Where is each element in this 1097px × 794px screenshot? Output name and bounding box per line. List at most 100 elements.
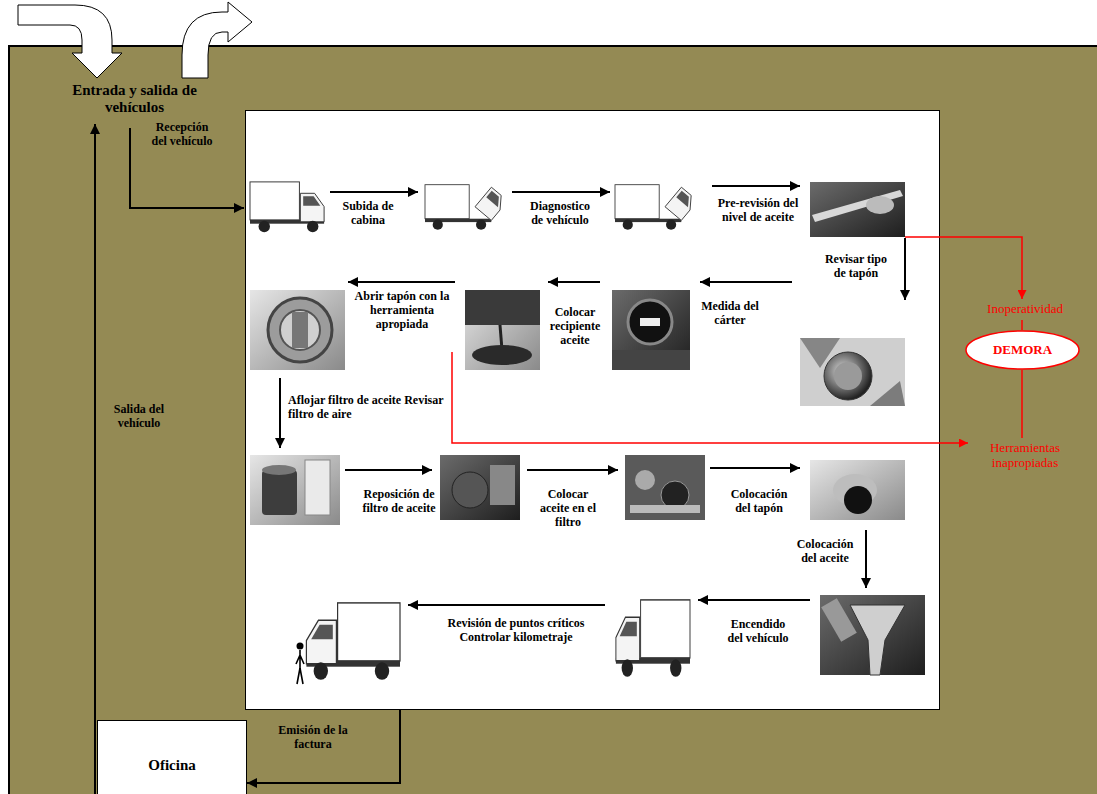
photo-picture <box>661 481 689 509</box>
photo-picture <box>262 470 297 515</box>
photo-picture <box>824 352 872 400</box>
text-slot: Encendido del vehículo <box>724 618 792 646</box>
photo-picture <box>625 455 705 520</box>
photo-picture <box>262 465 296 475</box>
photo-picture <box>612 350 690 370</box>
step-caption: Colocación del aceite <box>792 538 858 566</box>
photo-picture <box>800 338 905 406</box>
photo-picture <box>635 470 655 490</box>
flow-arrow <box>904 238 906 300</box>
workshop-floor: Entrada y salida de vehículosSubida de c… <box>8 45 1097 794</box>
step-caption: Revisar tipo de tapón <box>820 253 892 281</box>
flow-arrow <box>700 281 792 283</box>
flow-connector <box>247 710 400 783</box>
step-caption: Abrir tapón con la herramienta apropiada <box>346 290 458 331</box>
photo-picture <box>810 182 905 237</box>
photo-picture <box>440 455 520 520</box>
photo-picture <box>810 460 905 520</box>
photo-picture <box>810 182 905 237</box>
cause-label: Inoperatividad <box>970 302 1080 317</box>
text-slot: Subida de cabina <box>333 200 403 228</box>
photo-picture <box>612 290 690 370</box>
truck-picture <box>616 600 690 677</box>
photo-picture <box>305 460 330 515</box>
photo-picture <box>640 318 660 326</box>
photo-picture <box>628 300 672 344</box>
person-figure <box>297 643 304 650</box>
photo-picture <box>812 190 903 222</box>
text-slot: Diagnostico de vehículo <box>524 200 596 228</box>
flow-arrow <box>710 467 800 469</box>
text-slot: Inoperatividad <box>970 302 1080 317</box>
flow-arrow <box>345 469 432 471</box>
edge-label: Emisión de la factura <box>272 724 354 752</box>
step-caption: Encendido del vehículo <box>724 618 792 646</box>
delay-line <box>1021 370 1023 438</box>
photo-picture <box>844 486 872 514</box>
entry-arrow <box>18 5 122 78</box>
text-slot: Colocar recipiente aceite <box>542 306 608 347</box>
step-caption: Diagnostico de vehículo <box>524 200 596 228</box>
photo-picture <box>250 455 340 525</box>
flow-arrow <box>279 378 281 448</box>
truck-picture <box>615 185 698 230</box>
photo-picture <box>472 345 532 365</box>
photo-picture <box>866 196 894 214</box>
photo-picture <box>870 381 905 406</box>
flow-arrow <box>348 281 455 283</box>
step-caption: Aflojar filtro de aceite Revisar filtro … <box>288 394 446 422</box>
step-caption: Colocar aceite en el filtro <box>535 488 601 529</box>
truck-picture <box>250 182 324 232</box>
delay-text: DEMORA <box>993 343 1052 358</box>
text-slot: Revisar tipo de tapón <box>820 253 892 281</box>
text-slot: Reposición de filtro de aceite <box>360 488 438 516</box>
photo-picture <box>810 460 905 520</box>
text-slot: Aflojar filtro de aceite Revisar filtro … <box>288 394 446 422</box>
office-box: Oficina <box>97 720 247 794</box>
photo-picture <box>250 290 345 370</box>
photo-picture <box>268 298 332 362</box>
person-figure <box>296 643 304 685</box>
photo-picture <box>821 598 857 642</box>
person-figure <box>296 650 304 684</box>
ellipse-outline <box>966 331 1079 369</box>
text-slot: Revisión de puntos críticos Controlar ki… <box>428 617 604 645</box>
text-slot: Oficina <box>148 757 196 774</box>
photo-picture <box>440 455 520 520</box>
delay-line <box>452 352 968 443</box>
photo-picture <box>465 290 540 370</box>
photo-picture <box>490 465 515 505</box>
photo-picture <box>800 338 905 406</box>
photo-picture <box>850 605 905 675</box>
delay-line <box>1021 320 1023 330</box>
flow-arrow <box>512 191 610 193</box>
flow-arrow <box>280 186 905 605</box>
photo-picture <box>612 290 690 370</box>
flow-arrow <box>712 185 800 187</box>
text-slot: Medida del cárter <box>695 300 765 328</box>
photo-picture <box>630 505 700 513</box>
delay-line <box>905 237 1022 299</box>
photo-picture <box>250 455 340 525</box>
flow-arrow <box>865 530 867 588</box>
photo-picture <box>820 595 925 675</box>
step-caption: Pre-revisión del nivel de aceite <box>710 197 806 225</box>
office-label: Oficina <box>148 757 196 774</box>
photo-picture <box>465 290 540 370</box>
step-caption: Reposición de filtro de aceite <box>360 488 438 516</box>
photo-picture <box>250 290 345 370</box>
step-caption: Subida de cabina <box>333 200 403 228</box>
photo-picture <box>465 290 540 325</box>
exit-arrow <box>182 2 252 78</box>
photo-picture <box>280 310 320 350</box>
step-caption: Colocar recipiente aceite <box>542 306 608 347</box>
step-caption: Colocación del tapón <box>724 488 794 516</box>
photo-picture <box>292 312 308 348</box>
text-slot: Entrada y salida de vehículos <box>72 82 197 117</box>
text-slot: Salida del vehículo <box>106 403 172 431</box>
photo-picture <box>625 455 705 520</box>
flow-arrow <box>330 191 418 193</box>
